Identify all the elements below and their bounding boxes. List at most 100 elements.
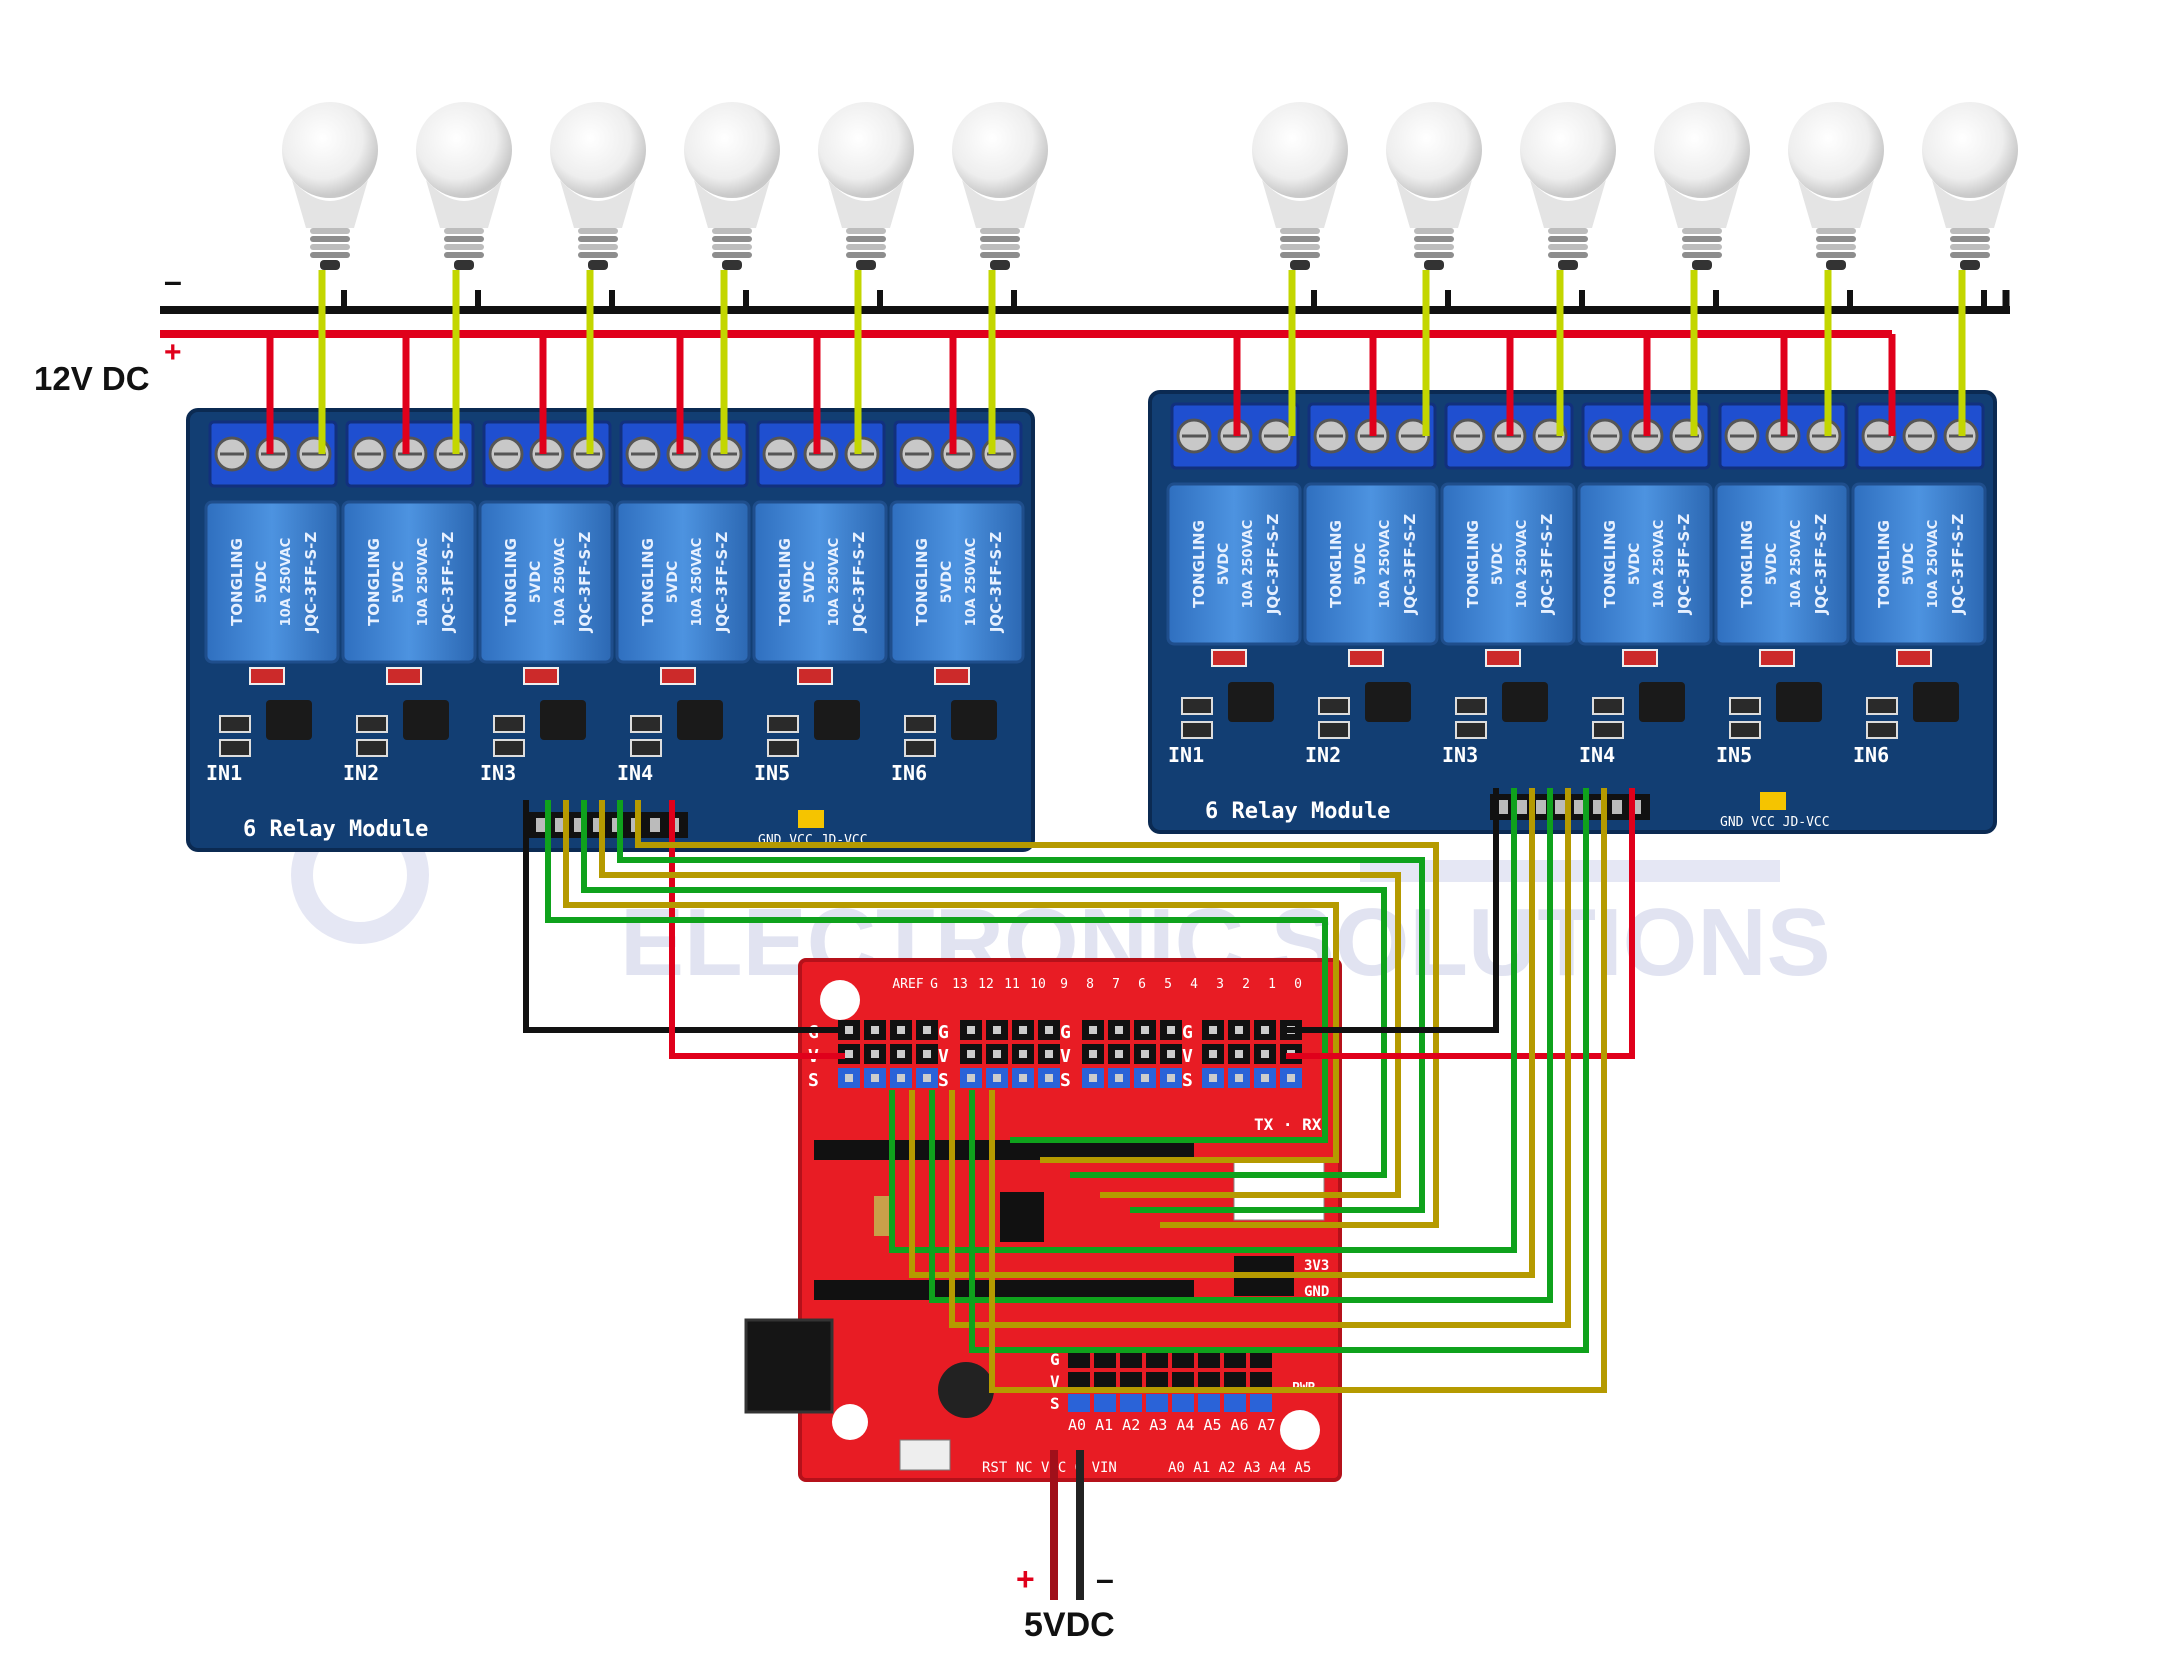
light-bulb-icon	[952, 102, 1048, 270]
top-pin-label: 4	[1190, 977, 1198, 992]
smd-resistor	[493, 715, 525, 733]
relay-model: JQC-3FF-S-Z	[1949, 514, 1967, 616]
jd-vcc-jumper	[1760, 792, 1786, 810]
input-label: IN5	[754, 761, 790, 785]
analog-pin	[1146, 1394, 1168, 1412]
optocoupler-chip	[814, 700, 860, 740]
gvs-label: G	[1182, 1022, 1193, 1043]
top-pin-label: 13	[952, 977, 968, 992]
signal-wire-left	[581, 800, 1387, 1178]
analog-pin	[1094, 1350, 1116, 1368]
relay-brand: TONGLING	[1327, 520, 1345, 608]
gvs-label: G	[1060, 1022, 1071, 1043]
gvs-label: G	[1050, 1350, 1060, 1369]
smd-resistor	[219, 739, 251, 757]
gvs-label: V	[1060, 1046, 1071, 1067]
status-led	[660, 667, 696, 685]
optocoupler-chip	[1913, 682, 1959, 722]
analog-pin	[1172, 1372, 1194, 1390]
optocoupler-chip	[1228, 682, 1274, 722]
signal-wire-left	[635, 800, 1439, 1228]
status-led	[1759, 649, 1795, 667]
relay-voltage: 5VDC	[1627, 543, 1643, 585]
analog-row-labels: A0 A1 A2 A3 A4 A5	[1168, 1460, 1311, 1476]
signal-wire-left	[617, 800, 1425, 1213]
smd-resistor	[1729, 721, 1761, 739]
capacitor	[874, 1196, 892, 1236]
analog-pin	[1068, 1394, 1090, 1412]
smd-resistor	[1866, 697, 1898, 715]
smd-resistor	[356, 739, 388, 757]
relay-voltage: 5VDC	[391, 561, 407, 603]
input-label: IN3	[1442, 743, 1478, 767]
relay-brand: TONGLING	[365, 538, 383, 626]
status-led	[1348, 649, 1384, 667]
relay-rating: 10A 250VAC	[1378, 520, 1393, 609]
analog-pin	[1224, 1372, 1246, 1390]
relay-voltage: 5VDC	[1901, 543, 1917, 585]
analog-pin	[1120, 1372, 1142, 1390]
analog-pin	[1068, 1350, 1090, 1368]
signal-wire-left	[563, 800, 1339, 1163]
gvs-label: S	[938, 1070, 949, 1091]
reset-button	[899, 1439, 951, 1471]
gvs-label: S	[1060, 1070, 1071, 1091]
relay-brand: TONGLING	[776, 538, 794, 626]
signal-wires	[523, 788, 1635, 1600]
header-pin	[1574, 800, 1584, 814]
tx-rx-label: TX · RX	[1254, 1115, 1322, 1134]
power-5v-label: 5VDC	[1024, 1606, 1115, 1644]
analog-pin	[1224, 1394, 1246, 1412]
header-pin	[593, 818, 603, 832]
relay-model: JQC-3FF-S-Z	[1264, 514, 1282, 616]
screw-terminal	[345, 420, 475, 488]
signal-wire-right	[909, 788, 1535, 1278]
analog-pin	[1120, 1350, 1142, 1368]
power-header	[814, 1280, 1194, 1300]
analog-pin	[1146, 1372, 1168, 1390]
gvs-label: S	[1182, 1070, 1193, 1091]
smd-resistor	[219, 715, 251, 733]
smd-resistor	[1181, 697, 1213, 715]
relay-model: JQC-3FF-S-Z	[1812, 514, 1830, 616]
status-led	[1622, 649, 1658, 667]
relay-model: JQC-3FF-S-Z	[850, 532, 868, 634]
mount-hole	[820, 980, 860, 1020]
top-pin-label: 12	[978, 977, 994, 992]
analog-pin	[1120, 1394, 1142, 1412]
relay-rating: 10A 250VAC	[416, 538, 431, 627]
power-rails	[160, 270, 2010, 338]
analog-pin	[1250, 1350, 1272, 1368]
status-led	[1485, 649, 1521, 667]
relay-voltage: 5VDC	[1490, 543, 1506, 585]
relay-brand: TONGLING	[1464, 520, 1482, 608]
regulator-chip	[1000, 1192, 1044, 1242]
status-led	[934, 667, 970, 685]
header-pin	[536, 818, 546, 832]
top-pin-label: AREF	[892, 977, 923, 992]
header-pin	[1631, 800, 1641, 814]
input-label: IN4	[1579, 743, 1615, 767]
input-label: IN2	[343, 761, 379, 785]
light-bulb-icon	[416, 102, 512, 270]
header-pin	[1536, 800, 1546, 814]
light-bulb-icon	[1520, 102, 1616, 270]
header-pin	[1498, 800, 1508, 814]
top-pin-label: 7	[1112, 977, 1120, 992]
mount-hole	[832, 1404, 868, 1440]
gvs-label: V	[1182, 1046, 1193, 1067]
relay-model: JQC-3FF-S-Z	[439, 532, 457, 634]
smd-resistor	[356, 715, 388, 733]
relay-component: TONGLING 5VDC 10A 250VAC JQC-3FF-S-Z	[341, 500, 477, 664]
smd-resistor	[630, 715, 662, 733]
relay-model: JQC-3FF-S-Z	[302, 532, 320, 634]
relay-brand: TONGLING	[1738, 520, 1756, 608]
mount-hole	[1280, 1410, 1320, 1450]
